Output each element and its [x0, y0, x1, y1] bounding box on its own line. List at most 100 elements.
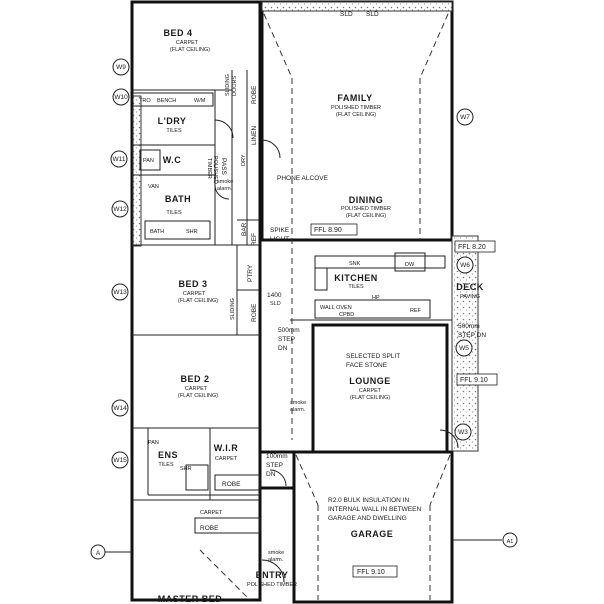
- svg-text:SLIDING: SLIDING: [230, 298, 236, 320]
- svg-text:1400: 1400: [267, 292, 282, 299]
- svg-text:W/M: W/M: [194, 98, 206, 104]
- svg-text:REF: REF: [410, 308, 422, 314]
- svg-text:BED 3: BED 3: [178, 279, 207, 289]
- svg-text:500mm: 500mm: [458, 323, 480, 330]
- room-bed3: BED 3 CARPET (FLAT CEILING): [178, 279, 218, 304]
- svg-text:(FLAT CEILING): (FLAT CEILING): [170, 47, 210, 53]
- svg-text:GARAGE: GARAGE: [351, 529, 394, 539]
- svg-text:POLISHED TIMBER: POLISHED TIMBER: [247, 582, 297, 588]
- svg-text:BATH: BATH: [150, 229, 164, 235]
- svg-text:TILES: TILES: [348, 284, 364, 290]
- room-family: FAMILY POLISHED TIMBER (FLAT CEILING): [331, 93, 381, 118]
- svg-text:TRO: TRO: [139, 98, 151, 104]
- window-w3: W3: [454, 423, 472, 441]
- svg-text:W5: W5: [459, 345, 469, 352]
- window-w11: W11: [110, 150, 128, 168]
- svg-text:W12: W12: [113, 206, 127, 213]
- svg-text:FFL 9.10: FFL 9.10: [357, 569, 385, 576]
- svg-text:(FLAT CEILING): (FLAT CEILING): [346, 213, 386, 219]
- svg-text:DW: DW: [405, 262, 415, 268]
- svg-text:W11: W11: [113, 156, 126, 163]
- svg-text:PTRY: PTRY: [247, 264, 254, 282]
- svg-text:W.C: W.C: [163, 155, 182, 165]
- svg-text:BENCH: BENCH: [157, 98, 176, 104]
- svg-text:(FLAT CEILING): (FLAT CEILING): [178, 393, 218, 399]
- svg-text:POLISHED TIMBER: POLISHED TIMBER: [331, 105, 381, 111]
- ceiling-lines: [199, 13, 451, 601]
- svg-text:ROBE: ROBE: [200, 525, 219, 532]
- svg-text:DECK: DECK: [456, 282, 484, 292]
- svg-text:A: A: [96, 550, 101, 557]
- room-bed2: BED 2 CARPET (FLAT CEILING): [178, 374, 218, 399]
- svg-text:W7: W7: [460, 114, 470, 121]
- svg-text:BATH: BATH: [165, 194, 191, 204]
- svg-text:POLISHED: POLISHED: [212, 156, 218, 184]
- window-w12: W12: [111, 200, 129, 218]
- window-w9: W9: [112, 58, 130, 76]
- svg-text:SHR: SHR: [180, 466, 192, 472]
- svg-text:SPIKE: SPIKE: [270, 227, 290, 234]
- svg-text:GARAGE AND DWELLING: GARAGE AND DWELLING: [328, 515, 407, 522]
- svg-text:SLD: SLD: [270, 301, 281, 307]
- svg-text:smoke: smoke: [268, 550, 284, 556]
- svg-text:DN: DN: [266, 471, 276, 478]
- svg-text:CARPET: CARPET: [215, 456, 238, 462]
- room-name: BED 4: [163, 28, 192, 38]
- svg-text:PHONE ALCOVE: PHONE ALCOVE: [277, 175, 329, 182]
- svg-text:SLD: SLD: [340, 11, 353, 18]
- svg-text:LOUNGE: LOUNGE: [349, 376, 391, 386]
- svg-text:L'DRY: L'DRY: [158, 116, 187, 126]
- svg-text:DINING: DINING: [349, 195, 384, 205]
- svg-text:ROBE: ROBE: [251, 85, 258, 104]
- svg-text:PAN: PAN: [148, 440, 159, 446]
- svg-text:LINEN: LINEN: [251, 126, 258, 145]
- svg-text:WALL OVEN: WALL OVEN: [320, 305, 352, 311]
- svg-text:SNK: SNK: [349, 261, 361, 267]
- svg-text:STEP: STEP: [266, 462, 283, 469]
- svg-text:W15: W15: [113, 457, 127, 464]
- room-kitchen: KITCHEN TILES: [334, 273, 377, 290]
- svg-text:BED 2: BED 2: [180, 374, 209, 384]
- svg-text:CARPET: CARPET: [359, 388, 382, 394]
- svg-text:W3: W3: [458, 429, 468, 436]
- room-wir: W.I.R CARPET: [214, 443, 238, 462]
- svg-text:REF: REF: [251, 233, 258, 246]
- svg-text:W10: W10: [114, 94, 128, 101]
- room-name: FAMILY: [337, 93, 372, 103]
- svg-text:smoke: smoke: [290, 400, 306, 406]
- svg-text:smoke: smoke: [217, 179, 233, 185]
- room-laundry: L'DRY TILES: [158, 116, 187, 134]
- svg-text:W6: W6: [460, 262, 470, 269]
- svg-text:LIGHT: LIGHT: [270, 236, 289, 243]
- room-bed4: BED 4 CARPET (FLAT CEILING): [163, 28, 210, 53]
- svg-text:MASTER BED: MASTER BED: [158, 594, 223, 604]
- svg-text:ROBE: ROBE: [222, 481, 241, 488]
- svg-text:SLD: SLD: [366, 11, 379, 18]
- grid-marker-a1: A1: [452, 532, 518, 548]
- svg-text:CPBD: CPBD: [339, 312, 354, 318]
- room-entry: ENTRY POLISHED TIMBER: [247, 570, 297, 588]
- svg-text:INTERNAL WALL IN BETWEEN: INTERNAL WALL IN BETWEEN: [328, 506, 421, 513]
- door-swings: [214, 119, 459, 583]
- svg-text:alarm.: alarm.: [290, 407, 306, 413]
- room-garage: GARAGE: [351, 529, 394, 539]
- svg-text:PAN: PAN: [143, 158, 154, 164]
- window-w10: W10: [112, 88, 130, 106]
- svg-text:DRY: DRY: [241, 154, 247, 166]
- grid-marker-a: A: [90, 544, 132, 560]
- svg-text:TILES: TILES: [158, 462, 174, 468]
- svg-text:CARPET: CARPET: [176, 40, 199, 46]
- svg-text:CARPET: CARPET: [200, 510, 223, 516]
- svg-text:POLISHED TIMBER: POLISHED TIMBER: [341, 206, 391, 212]
- window-w14: W14: [111, 399, 129, 417]
- partitions: [132, 70, 452, 534]
- svg-text:DN: DN: [278, 345, 288, 352]
- room-dining: DINING POLISHED TIMBER (FLAT CEILING): [341, 195, 391, 219]
- svg-text:TILES: TILES: [166, 210, 182, 216]
- svg-text:SLIDING: SLIDING: [225, 74, 231, 96]
- stone-strip-left: [132, 95, 142, 247]
- svg-text:500mm: 500mm: [278, 327, 300, 334]
- svg-text:HP: HP: [372, 295, 380, 301]
- stone-strip-top: [261, 1, 453, 12]
- svg-text:VAN: VAN: [148, 184, 159, 190]
